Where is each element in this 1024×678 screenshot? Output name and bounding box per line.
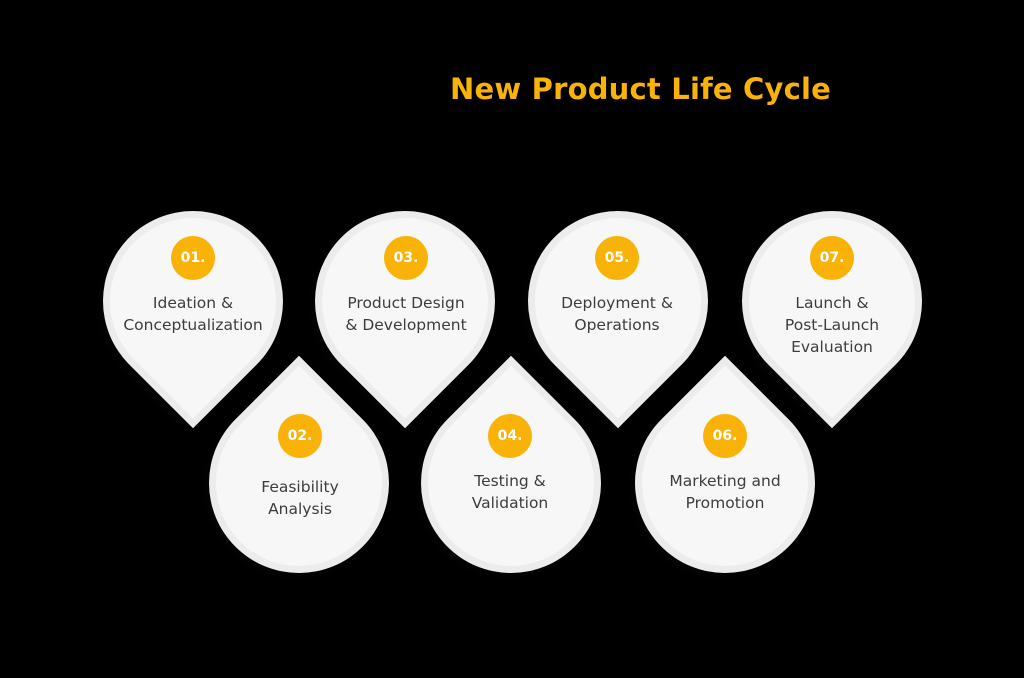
step-4-label: Testing & Validation [471, 472, 549, 512]
step-3-number-badge: 03. [384, 236, 428, 280]
step-7-number-badge: 07. [810, 236, 854, 280]
step-5-label: Deployment & Operations [561, 294, 673, 334]
step-4-number-badge: 04. [488, 414, 532, 458]
step-1-label: Ideation & Conceptualization [123, 294, 263, 334]
step-5-number-badge: 05. [595, 236, 639, 280]
step-2-label: Feasibility Analysis [261, 478, 339, 518]
step-4: 04. Testing & Validation [415, 414, 605, 514]
step-5: 05. Deployment & Operations [522, 236, 712, 336]
step-7: 07. Launch & Post-Launch Evaluation [737, 236, 927, 358]
step-6: 06. Marketing and Promotion [630, 414, 820, 514]
step-1-number-badge: 01. [171, 236, 215, 280]
step-2: 02. Feasibility Analysis [205, 414, 395, 520]
step-6-label: Marketing and Promotion [669, 472, 781, 512]
step-2-number-badge: 02. [278, 414, 322, 458]
step-3-label: Product Design & Development [345, 294, 467, 334]
step-3: 03. Product Design & Development [311, 236, 501, 336]
step-1: 01. Ideation & Conceptualization [98, 236, 288, 336]
step-7-label: Launch & Post-Launch Evaluation [784, 294, 880, 356]
diagram-title: New Product Life Cycle [450, 72, 832, 106]
step-6-number-badge: 06. [703, 414, 747, 458]
